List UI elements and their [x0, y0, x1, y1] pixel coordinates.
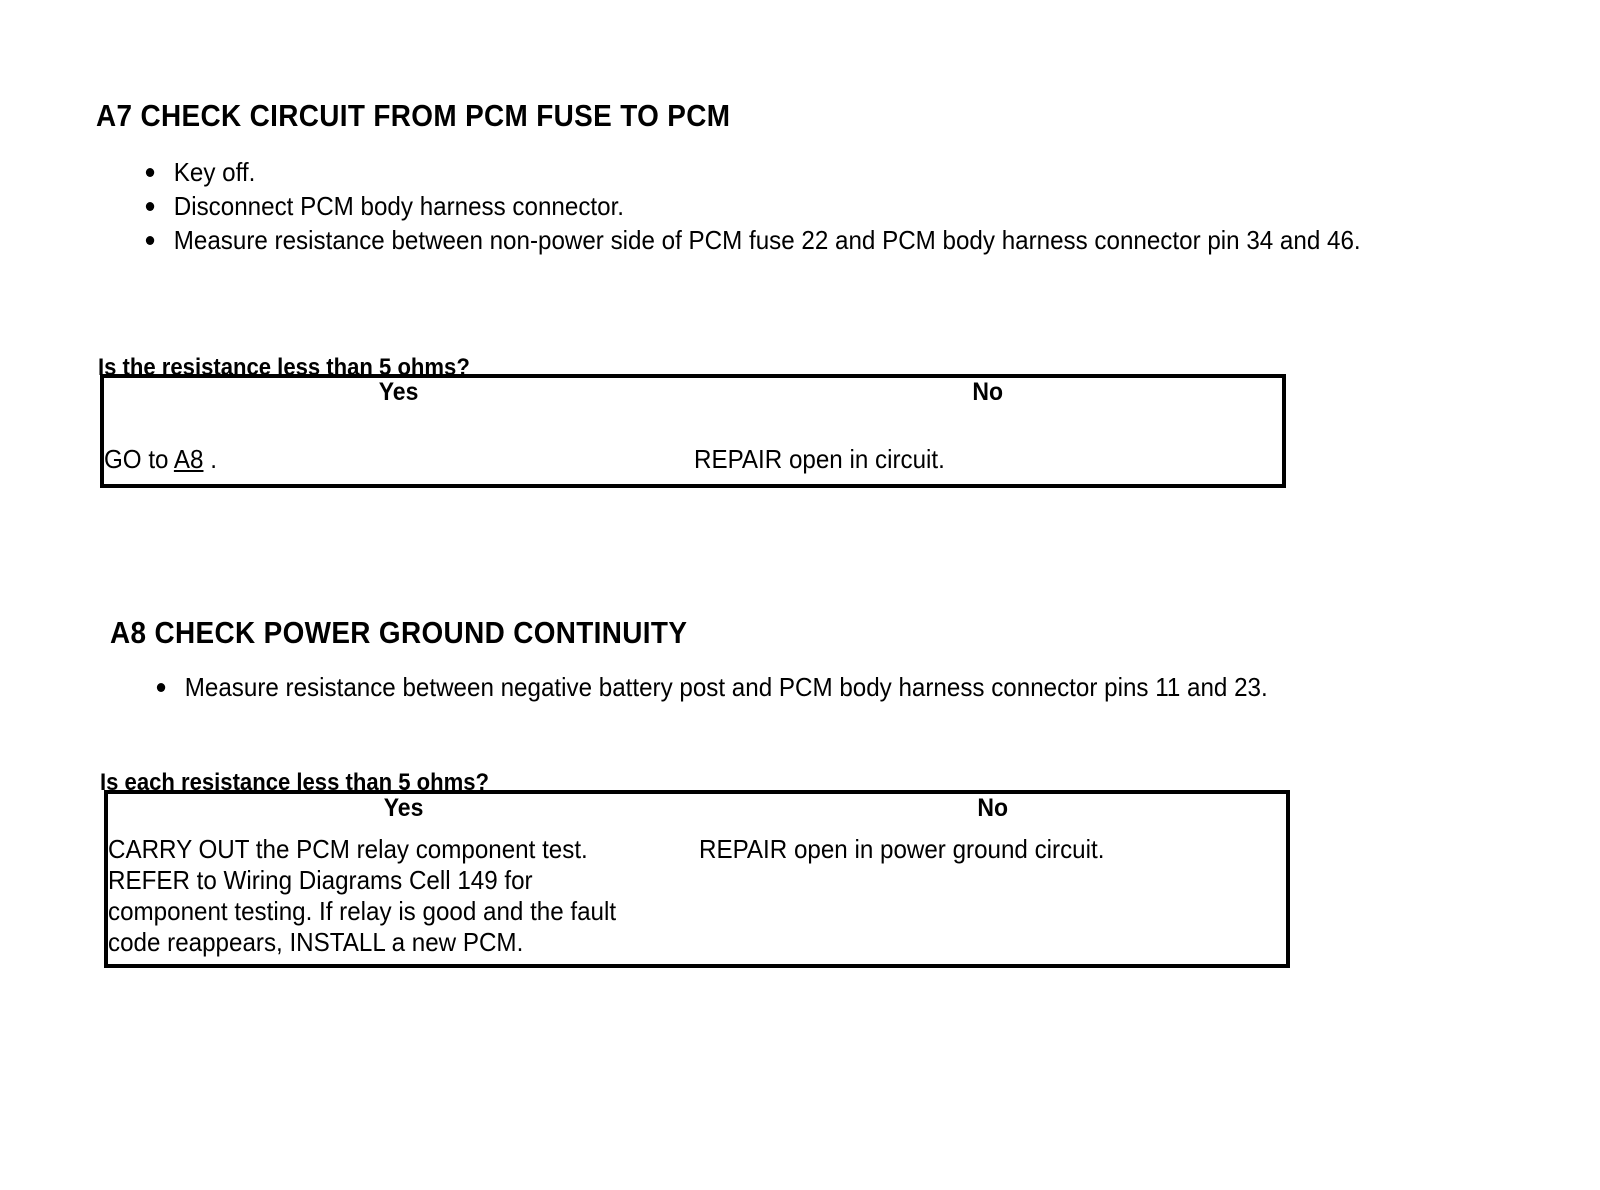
decision-table-a7: Yes No GO to A8 . REPAIR open in circuit…	[100, 374, 1286, 488]
list-item: Disconnect PCM body harness connector.	[144, 189, 1372, 223]
list-item: Measure resistance between negative batt…	[155, 670, 1383, 704]
section-heading-a8: A8 CHECK POWER GROUND CONTINUITY	[110, 614, 688, 650]
yes-action-line: code reappears, INSTALL a new PCM.	[108, 927, 524, 957]
goto-prefix: GO to	[104, 444, 174, 474]
table-header-yes: Yes	[383, 794, 424, 822]
goto-link-a8[interactable]: A8	[173, 444, 204, 474]
table-header-row: Yes No	[102, 376, 1284, 444]
bullet-dot-icon	[156, 683, 166, 692]
step-text: Measure resistance between negative batt…	[184, 672, 1268, 702]
table-cell-no-action: REPAIR open in power ground circuit.	[699, 834, 1105, 864]
table-header-yes: Yes	[379, 378, 419, 406]
step-text: Key off.	[173, 157, 256, 187]
table-cell-yes-action: GO to A8 .	[102, 444, 694, 486]
list-item: Measure resistance between non-power sid…	[144, 223, 1372, 257]
step-list-a8: Measure resistance between negative batt…	[155, 670, 1475, 704]
list-item: Key off.	[144, 155, 1372, 189]
bullet-dot-icon	[145, 202, 155, 211]
decision-table-a8: Yes No CARRY OUT the PCM relay component…	[104, 790, 1290, 968]
yes-action-line: CARRY OUT the PCM relay component test.	[108, 834, 588, 864]
yes-action-line: component testing. If relay is good and …	[108, 896, 617, 926]
table-header-no: No	[972, 378, 1004, 406]
bullet-dot-icon	[145, 168, 155, 177]
table-header-row: Yes No	[106, 792, 1288, 834]
yes-action-line: REFER to Wiring Diagrams Cell 149 for	[108, 865, 533, 895]
step-list-a7: Key off. Disconnect PCM body harness con…	[144, 155, 1464, 257]
table-header-no: No	[977, 794, 1008, 822]
section-heading-a7: A7 CHECK CIRCUIT FROM PCM FUSE TO PCM	[96, 97, 731, 133]
step-text: Disconnect PCM body harness connector.	[173, 191, 625, 221]
table-cell-no-action: REPAIR open in circuit.	[694, 444, 945, 474]
table-row: GO to A8 . REPAIR open in circuit.	[102, 444, 1284, 486]
bullet-dot-icon	[145, 236, 155, 245]
table-cell-yes-action: CARRY OUT the PCM relay component test. …	[106, 834, 699, 966]
step-text: Measure resistance between non-power sid…	[173, 225, 1361, 255]
goto-suffix: .	[203, 444, 217, 474]
table-row: CARRY OUT the PCM relay component test. …	[106, 834, 1288, 966]
